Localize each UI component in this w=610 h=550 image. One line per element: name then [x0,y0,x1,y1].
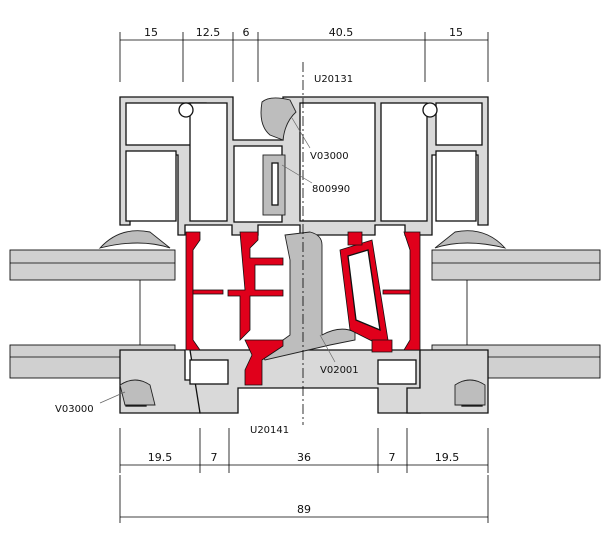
dim-overall: 89 [297,503,311,516]
dim-top-5: 15 [449,26,463,39]
dim-bottom-1: 19.5 [148,451,173,464]
label-v02001: V02001 [320,365,359,376]
upper-frame-profile [119,96,489,236]
dim-top-2: 12.5 [196,26,221,39]
dim-bottom-4: 7 [389,451,396,464]
bottom-dimension-chain: 19.5 7 36 7 19.5 [119,428,489,473]
glazing-gaskets [98,230,507,406]
dim-top-1: 15 [144,26,158,39]
top-gasket-v03000 [260,97,297,141]
dim-bottom-3: 36 [297,451,311,464]
label-800990: 800990 [312,184,350,195]
dim-bottom-5: 19.5 [435,451,460,464]
label-v03000-bottom: V03000 [55,404,94,415]
overall-dimension: 89 [119,475,489,523]
label-u20131: U20131 [314,74,353,85]
dim-top-4: 40.5 [329,26,354,39]
top-dimension-chain: 15 12.5 6 40.5 15 [119,26,489,82]
dim-bottom-2: 7 [211,451,218,464]
label-u20141: U20141 [250,425,289,436]
dim-top-3: 6 [243,26,250,39]
leader-lines [99,117,336,404]
center-gasket-v02001 [261,231,356,361]
thermal-break-strips [185,231,421,386]
lower-frame-profile [119,349,489,414]
label-v03000-top: V03000 [310,151,349,162]
